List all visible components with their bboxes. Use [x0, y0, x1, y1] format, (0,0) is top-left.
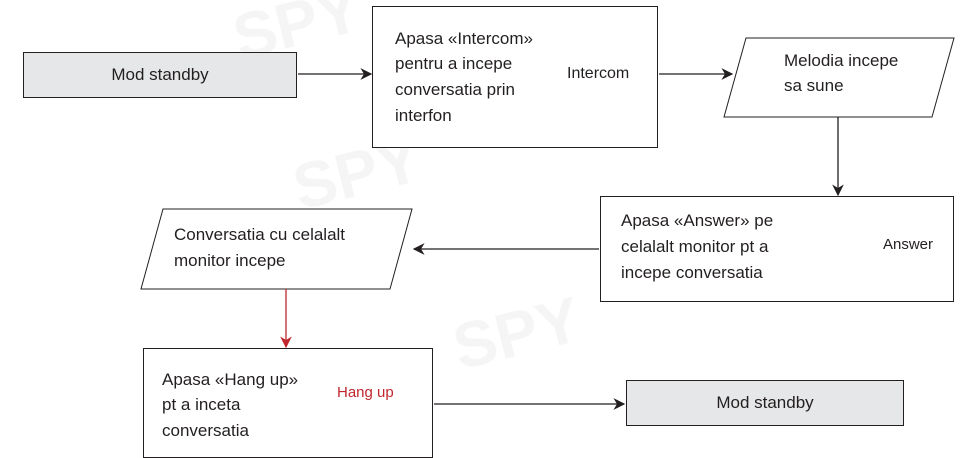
press-answer-node	[600, 196, 954, 302]
ringtone-shape	[723, 37, 955, 118]
press-intercom-line: Apasa «Intercom»	[395, 29, 533, 48]
conversation-line: Conversatia cu celalalt	[174, 225, 346, 244]
press-intercom-line: pentru a incepe	[395, 54, 513, 73]
ringtone-line: sa sune	[784, 76, 844, 95]
intercom-button-label: Intercom	[567, 65, 630, 82]
ringtone-line: Melodia incepe	[784, 51, 899, 70]
press-answer-line: incepe conversatia	[621, 263, 763, 282]
watermark-text: SPY	[446, 283, 588, 384]
press-answer-line: celalalt monitor pt a	[621, 237, 769, 256]
answer-button-label: Answer	[883, 236, 934, 253]
standby-end-label: Mod standby	[716, 392, 814, 412]
press-hangup-node	[143, 348, 433, 458]
press-intercom-node	[372, 6, 658, 148]
press-hangup-line: pt a inceta	[162, 395, 241, 414]
standby-start-node: Mod standby	[23, 52, 297, 98]
standby-end-node: Mod standby	[626, 380, 904, 426]
press-intercom-line: interfon	[395, 106, 452, 125]
press-intercom-line: conversatia prin	[395, 80, 516, 99]
press-hangup-line: conversatia	[162, 421, 249, 440]
standby-start-label: Mod standby	[111, 64, 209, 84]
conversation-shape	[140, 208, 413, 290]
hangup-button-label: Hang up	[337, 384, 394, 401]
press-hangup-line: Apasa «Hang up»	[162, 370, 299, 389]
conversation-line: monitor incepe	[174, 251, 286, 270]
press-answer-line: Apasa «Answer» pe	[621, 211, 774, 230]
